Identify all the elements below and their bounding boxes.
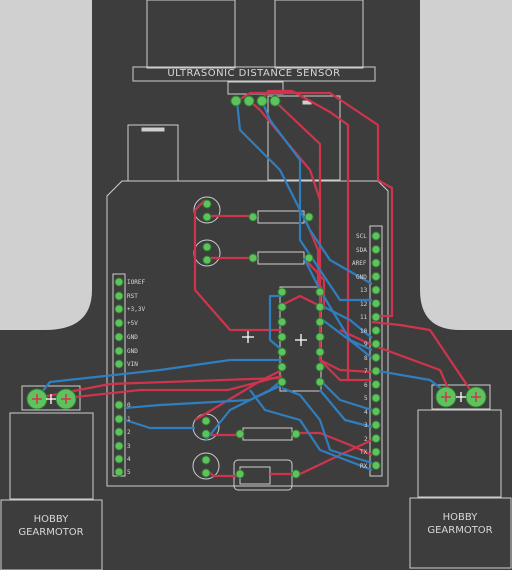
header-right-pad xyxy=(371,312,381,322)
header-left-pad xyxy=(114,346,124,356)
ic-pad xyxy=(315,287,325,297)
header-right-pad xyxy=(371,353,381,362)
header-right-pad xyxy=(371,420,381,430)
header-left-pin-label: 2 xyxy=(127,429,131,436)
header-left-pad xyxy=(114,467,124,477)
ic-pad xyxy=(277,287,287,297)
sensor-title: ULTRASONIC DISTANCE SENSOR xyxy=(167,68,341,79)
header-left-pin-label: +5V xyxy=(127,320,138,327)
ic-pad xyxy=(315,332,325,342)
header-left-pin-label: GND xyxy=(127,334,138,341)
header-right-pin-label: 13 xyxy=(360,287,368,294)
left-gearmotor-body xyxy=(9,412,94,500)
header-right-pad xyxy=(371,272,381,281)
right-motor-label-line1: HOBBY xyxy=(442,512,478,523)
ic-pad xyxy=(277,302,287,312)
header-right-pad xyxy=(371,366,381,376)
left-motor-label-line1: HOBBY xyxy=(33,514,69,525)
left-motor-label: HOBBY GEARMOTOR xyxy=(3,513,99,539)
header-left-pin-label: VIN xyxy=(127,361,138,368)
ic-pad xyxy=(277,377,287,387)
header-right-pin-label: 6 xyxy=(364,381,368,389)
header-right-pin-label: 11 xyxy=(360,314,368,321)
header-right-pin-label: 12 xyxy=(360,300,368,308)
header-left-pin-label: +3,3V xyxy=(127,306,146,313)
header-right-pin-label: 8 xyxy=(364,354,368,362)
ic-pad xyxy=(315,362,325,372)
header-right-pad xyxy=(371,326,381,335)
header-right-pad xyxy=(371,258,381,268)
right-motor-label: HOBBY GEARMOTOR xyxy=(412,511,508,537)
header-right-pin-label: 7 xyxy=(364,368,368,375)
header-right-pad xyxy=(371,339,381,349)
header-right-pad xyxy=(371,245,381,254)
ic-pad xyxy=(315,347,325,357)
header-right-pad xyxy=(371,231,381,241)
header-left-pad xyxy=(114,400,124,410)
header-right-pad xyxy=(371,380,381,389)
right-gearmotor-body xyxy=(417,409,502,498)
header-right-pin-label: 9 xyxy=(364,341,368,348)
header-right-pin-label: 3 xyxy=(364,422,368,429)
right-motor-mount xyxy=(431,384,491,410)
ic-pad xyxy=(277,362,287,372)
header-left-pin-label: GND xyxy=(127,348,138,355)
header-right-pad xyxy=(371,285,381,295)
header-left-pin-label: IOREF xyxy=(127,279,146,286)
header-left-pad xyxy=(114,454,124,464)
header-right-pad xyxy=(371,447,381,457)
ic-pad xyxy=(315,377,325,387)
ic-pad xyxy=(315,302,325,312)
header-left-pad xyxy=(114,414,124,424)
header-right-pad xyxy=(371,299,381,308)
left-gearmotor-label-box xyxy=(0,499,103,570)
header-left-pin-label: 1 xyxy=(127,416,131,423)
left-motor-mount xyxy=(21,385,81,411)
header-left-pad xyxy=(114,318,124,328)
header-left-pad xyxy=(114,304,124,314)
right-gearmotor-label-box xyxy=(409,497,512,569)
ultrasonic-sensor xyxy=(132,0,376,95)
header-right-pin-label: 10 xyxy=(360,327,368,335)
header-left-pad xyxy=(114,332,124,342)
header-right-pin-label: 2 xyxy=(364,435,368,443)
header-right xyxy=(369,225,383,477)
header-right-pin-label: SDA xyxy=(356,246,367,254)
header-left-pin-label: 5 xyxy=(127,469,131,476)
header-left-pin-label: 4 xyxy=(127,456,131,463)
left-motor-label-line2: GEARMOTOR xyxy=(18,527,84,538)
usb-outline xyxy=(267,95,341,181)
ic-pad xyxy=(277,347,287,357)
ic-pad xyxy=(277,317,287,327)
header-left-pin-label: 0 xyxy=(127,402,131,409)
header-right-pin-label: 4 xyxy=(364,408,368,416)
header-right-pad xyxy=(371,407,381,416)
header-right-pin-label: TX xyxy=(360,449,368,456)
header-left-pad xyxy=(114,359,124,369)
header-right-pad xyxy=(371,434,381,443)
header-left-pin-label: RST xyxy=(127,293,138,300)
header-left-pad xyxy=(114,441,124,451)
header-right-pin-label: SCL xyxy=(356,233,367,240)
ic-pad xyxy=(277,332,287,342)
right-motor-label-line2: GEARMOTOR xyxy=(427,525,493,536)
header-left-pad xyxy=(114,291,124,301)
header-left-pin-label: 3 xyxy=(127,443,131,450)
header-right-pin-label: AREF xyxy=(352,260,367,267)
header-right-pad xyxy=(371,393,381,403)
header-right-pin-label: 5 xyxy=(364,395,368,402)
header-left-pad xyxy=(114,277,124,287)
header-left-pad xyxy=(114,427,124,437)
header-right-pin-label: GND xyxy=(356,273,367,281)
ic-pad xyxy=(315,317,325,327)
header-right-pin-label: RX xyxy=(360,462,368,470)
header-right-pad xyxy=(371,461,381,470)
